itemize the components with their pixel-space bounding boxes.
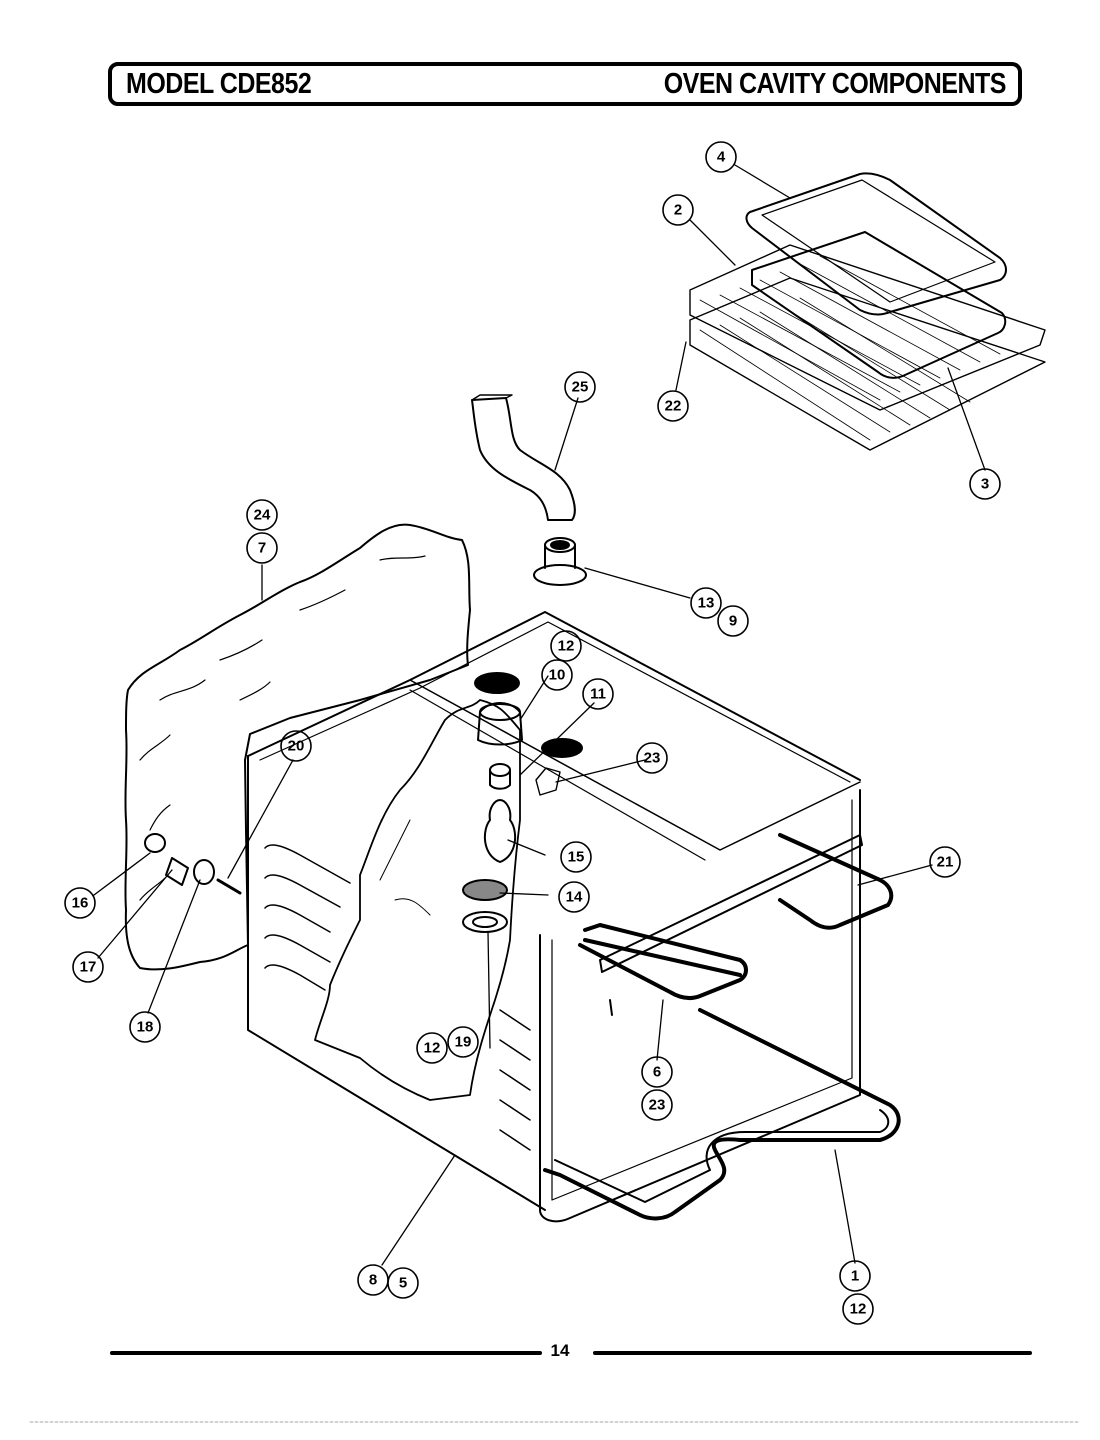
callout-3: 3 bbox=[969, 468, 1001, 500]
callout-21: 21 bbox=[929, 846, 961, 878]
svg-text:23: 23 bbox=[644, 750, 661, 767]
rack-support-hardware bbox=[144, 833, 242, 895]
broil-element bbox=[578, 833, 894, 1016]
callout-20: 20 bbox=[280, 730, 312, 762]
callout-19: 19 bbox=[447, 1026, 479, 1058]
svg-text:18: 18 bbox=[137, 1019, 154, 1036]
callout-22: 22 bbox=[657, 390, 689, 422]
light-socket-assembly bbox=[462, 702, 561, 933]
svg-text:19: 19 bbox=[455, 1034, 472, 1051]
callout-17: 17 bbox=[72, 951, 104, 983]
svg-text:17: 17 bbox=[80, 959, 97, 976]
callout-2: 2 bbox=[662, 194, 694, 226]
svg-text:12: 12 bbox=[424, 1040, 441, 1057]
svg-text:24: 24 bbox=[254, 507, 271, 524]
callout-13: 13 bbox=[690, 587, 722, 619]
svg-text:7: 7 bbox=[258, 540, 266, 557]
page-number: 14 bbox=[550, 1341, 570, 1360]
vent-collar bbox=[533, 537, 587, 586]
svg-text:14: 14 bbox=[566, 889, 583, 906]
svg-text:13: 13 bbox=[698, 595, 715, 612]
callout-23-top: 23 bbox=[636, 742, 668, 774]
svg-text:25: 25 bbox=[572, 379, 589, 396]
callout-8: 8 bbox=[357, 1264, 389, 1296]
callout-5: 5 bbox=[387, 1267, 419, 1299]
callout-9: 9 bbox=[717, 605, 749, 637]
svg-text:15: 15 bbox=[568, 849, 585, 866]
callout-1: 1 bbox=[839, 1260, 871, 1292]
footer-rules bbox=[29, 1351, 1081, 1423]
callout-12-top: 12 bbox=[550, 630, 582, 662]
svg-text:8: 8 bbox=[369, 1272, 377, 1289]
oven-cavity bbox=[247, 611, 861, 1223]
vent-duct bbox=[471, 394, 576, 521]
callout-15: 15 bbox=[560, 841, 592, 873]
svg-text:12: 12 bbox=[850, 1301, 867, 1318]
callout-11: 11 bbox=[582, 678, 614, 710]
svg-text:1: 1 bbox=[851, 1268, 859, 1285]
svg-text:20: 20 bbox=[288, 738, 305, 755]
svg-text:2: 2 bbox=[674, 202, 682, 219]
svg-text:3: 3 bbox=[981, 476, 989, 493]
svg-text:23: 23 bbox=[649, 1097, 666, 1114]
bake-element bbox=[543, 1008, 901, 1221]
callout-12-mid: 12 bbox=[416, 1032, 448, 1064]
svg-text:11: 11 bbox=[590, 686, 606, 703]
callout-6: 6 bbox=[641, 1056, 673, 1088]
callout-16: 16 bbox=[64, 887, 96, 919]
svg-text:22: 22 bbox=[665, 398, 682, 415]
callout-7: 7 bbox=[246, 532, 278, 564]
callout-4: 4 bbox=[705, 141, 737, 173]
svg-text:5: 5 bbox=[399, 1275, 407, 1292]
callout-14: 14 bbox=[558, 881, 590, 913]
title-bar: MODEL CDE852 OVEN CAVITY COMPONENTS bbox=[108, 62, 1022, 106]
callout-12-bottom: 12 bbox=[842, 1293, 874, 1325]
callouts: 4 2 22 3 25 24 7 13 9 12 10 11 23 20 15 … bbox=[64, 141, 1001, 1325]
svg-text:6: 6 bbox=[653, 1064, 661, 1081]
svg-text:16: 16 bbox=[72, 895, 89, 912]
svg-text:4: 4 bbox=[717, 149, 726, 166]
insulation-blanket bbox=[124, 523, 471, 971]
oven-racks-and-broil-pan bbox=[689, 172, 1046, 451]
svg-text:9: 9 bbox=[729, 613, 737, 630]
svg-text:21: 21 bbox=[937, 854, 954, 871]
callout-24: 24 bbox=[246, 499, 278, 531]
leader-lines bbox=[93, 164, 986, 1266]
callout-25: 25 bbox=[564, 371, 596, 403]
model-title: MODEL CDE852 bbox=[126, 67, 312, 100]
section-title: OVEN CAVITY COMPONENTS bbox=[663, 67, 1007, 100]
callout-23-bottom: 23 bbox=[641, 1089, 673, 1121]
callout-10: 10 bbox=[541, 659, 573, 691]
callout-18: 18 bbox=[129, 1011, 161, 1043]
svg-text:10: 10 bbox=[549, 667, 566, 684]
svg-text:12: 12 bbox=[558, 638, 575, 655]
